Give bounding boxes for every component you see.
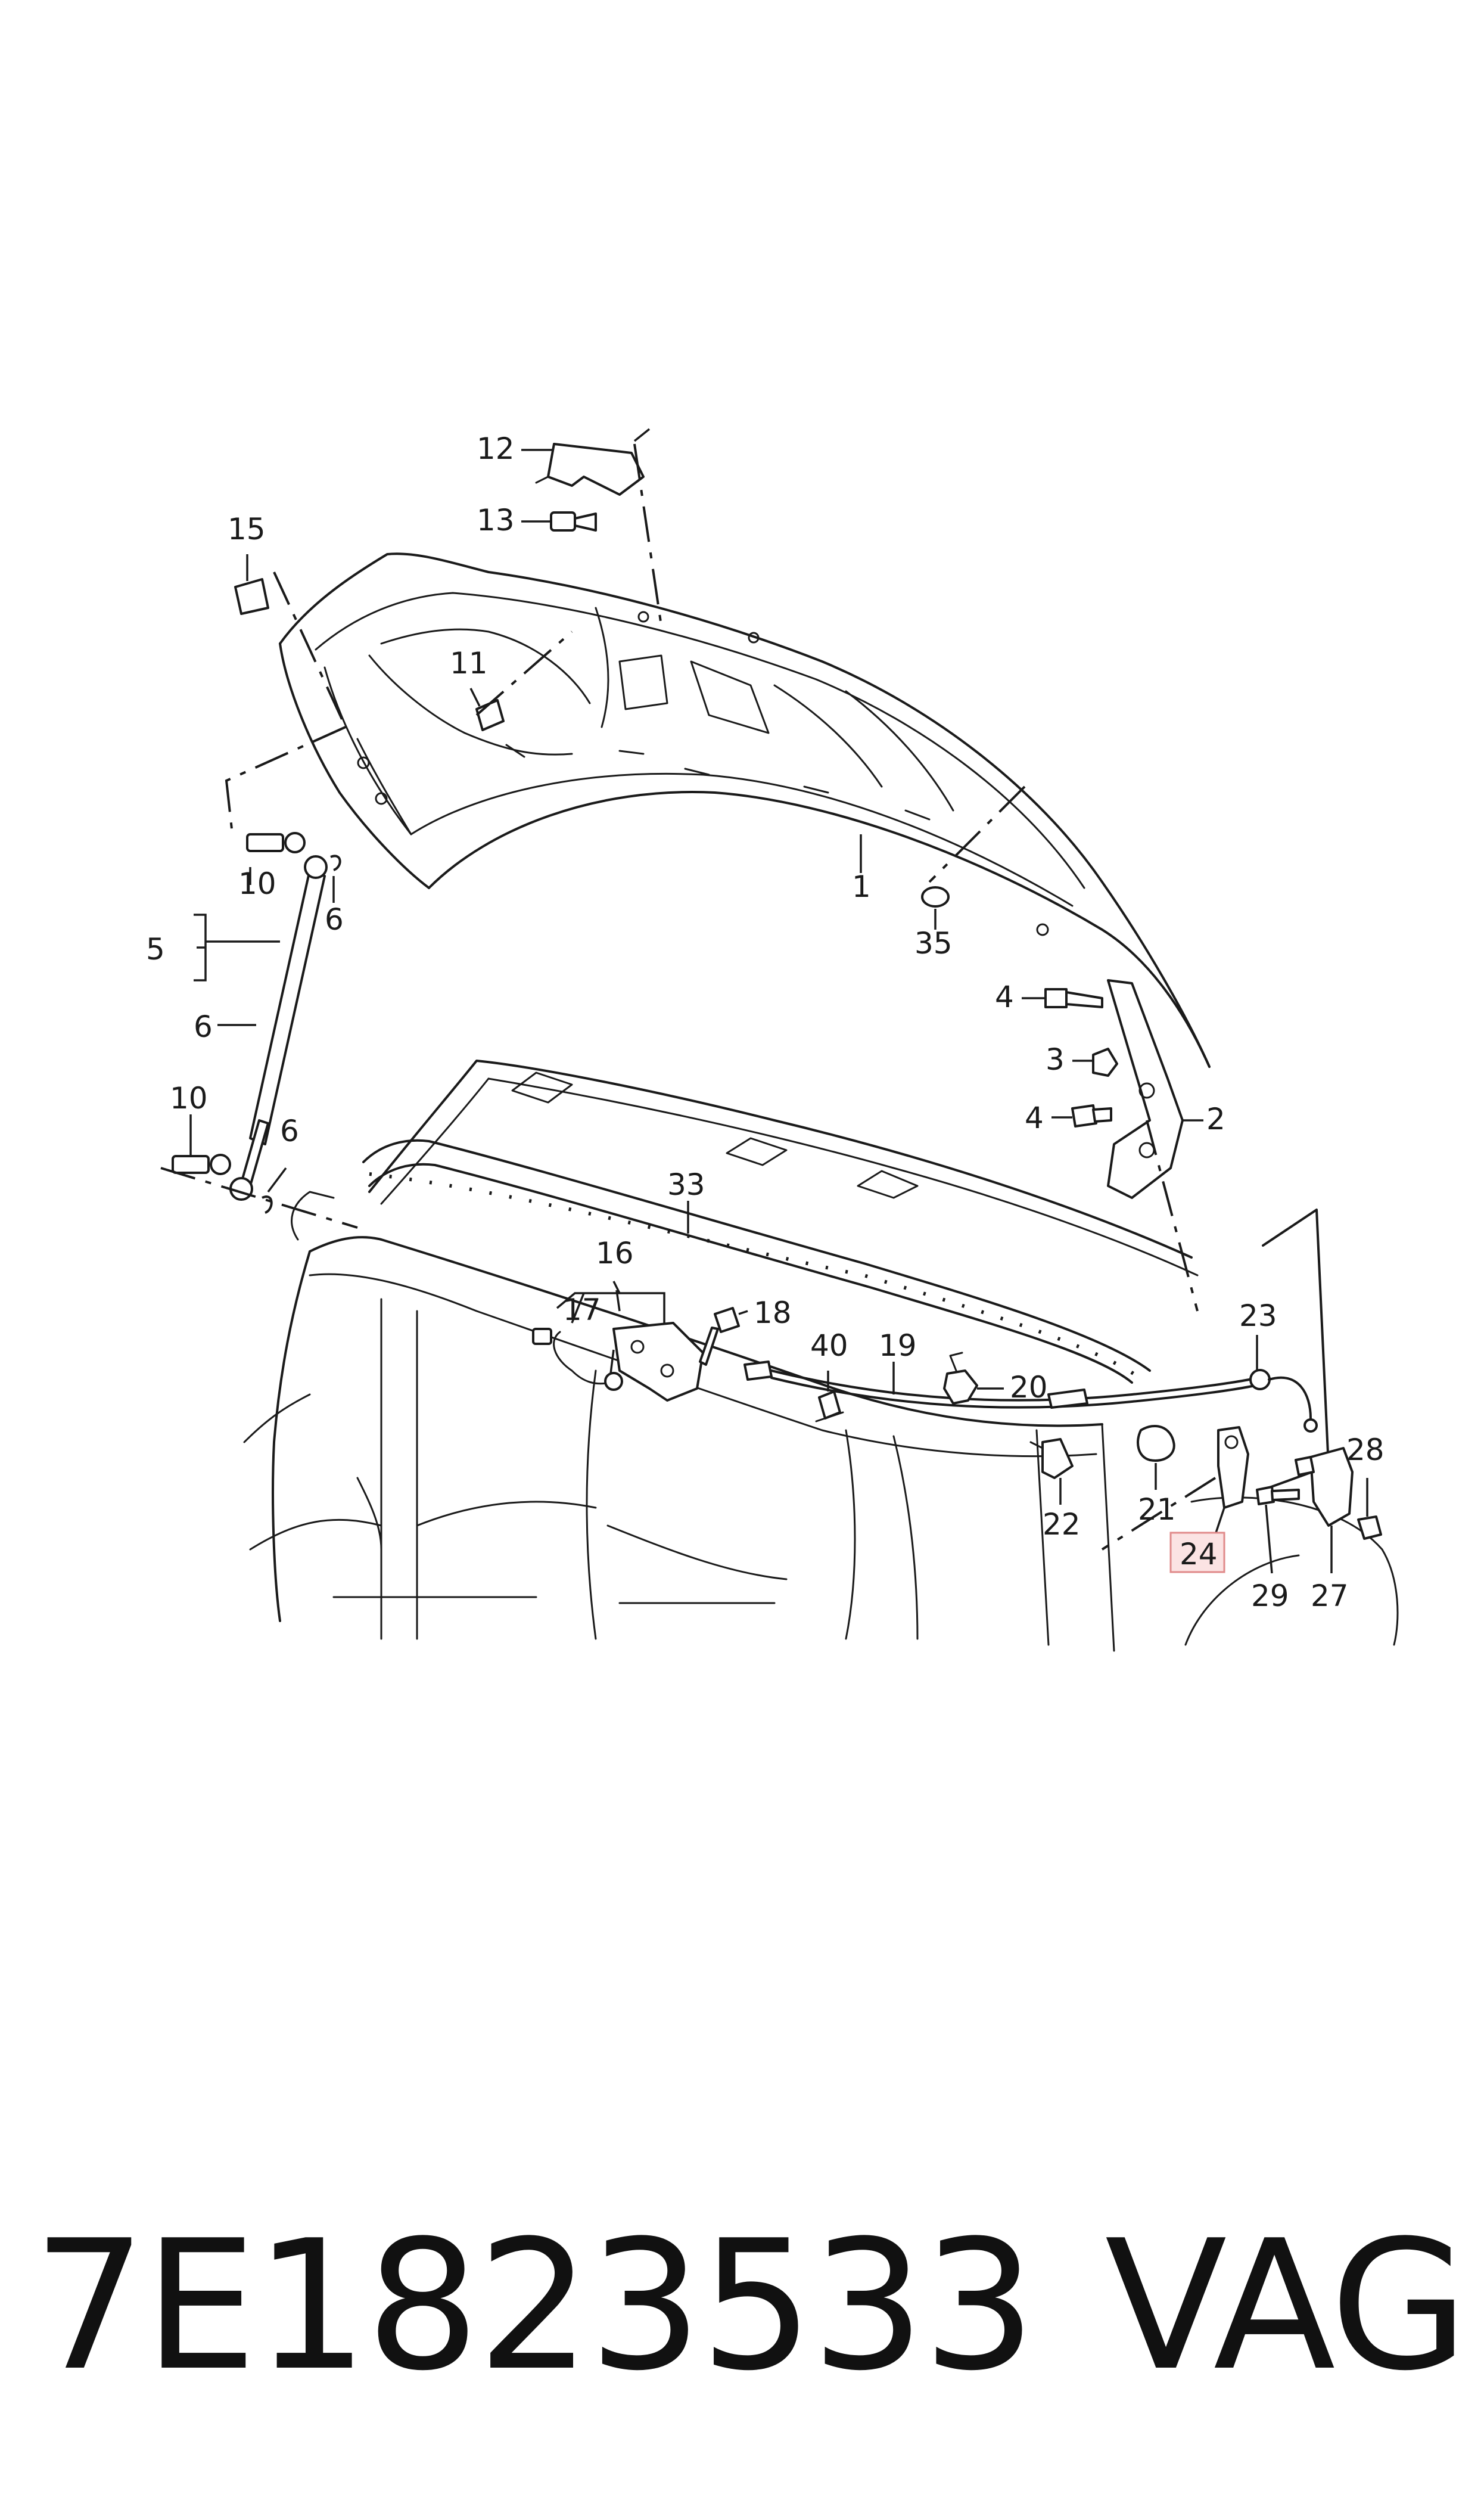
callout-4-lower: 4 [1025,1101,1044,1135]
callout-13: 13 [477,503,515,538]
callout-40: 40 [810,1328,848,1363]
part-33-seal [362,1139,1151,1384]
callout-1: 1 [852,869,871,904]
callout-4-upper: 4 [995,980,1014,1014]
part-29-screw [1256,1486,1300,1505]
callout-24-highlight [1169,1532,1225,1573]
part-28-clip [1357,1515,1382,1540]
callout-15: 15 [228,512,266,546]
callout-35: 35 [914,926,953,961]
callout-6-lower: 6 [280,1114,299,1148]
part-23-cable-end [1249,1369,1318,1433]
callout-20: 20 [1010,1370,1048,1405]
callout-11: 11 [450,646,488,681]
part-10-ball-stud-lower [172,1154,231,1175]
part-35-plug [921,886,950,908]
part-17-lock [532,1322,704,1402]
part-10-ball-stud-upper [246,832,306,853]
hood-panel [279,552,1211,1068]
callout-6-upper: 6 [325,902,344,937]
body-front-structure [243,1060,1399,1652]
leader-lines [189,428,1368,1574]
assembly-lines [160,443,1217,1551]
callout-16: 16 [596,1236,634,1271]
part-4-bolt-upper [1044,988,1103,1008]
part-40-clip [815,1390,844,1422]
callout-18: 18 [754,1296,792,1330]
callout-10-lower: 10 [170,1081,208,1116]
callout-28: 28 [1346,1433,1385,1467]
part-5-gas-strut [229,855,328,1201]
part-number-label: 7E1823533 [33,2202,1037,2410]
part-21-holder [1137,1424,1175,1462]
part-24-release-lever [1217,1426,1249,1509]
callout-5: 5 [146,932,165,967]
part-19-release-cable [743,1361,1264,1409]
part-6-clip-upper [330,855,341,871]
callout-17: 17 [563,1293,601,1327]
part-2-hinge [1107,979,1184,1199]
part-20-clip [943,1352,978,1405]
brand-label: VAG [1105,2202,1469,2410]
callout-24: 24 [1180,1537,1218,1571]
callout-12: 12 [477,431,515,466]
callout-19: 19 [879,1328,917,1363]
callout-29: 29 [1251,1579,1289,1613]
callout-27: 27 [1311,1579,1349,1613]
part-18-bolt [699,1307,740,1366]
callout-22: 22 [1043,1507,1081,1542]
callout-10-upper: 10 [238,866,276,901]
part-27-bracket [1295,1447,1354,1527]
part-13-bolt [550,511,597,532]
part-15-buffer [234,578,269,615]
callout-3: 3 [1046,1042,1065,1077]
parts-diagram: 12 13 15 11 1 35 10 6 5 6 4 3 4 2 10 6 3… [146,428,1399,1652]
callout-23: 23 [1239,1299,1277,1333]
callout-labels: 12 13 15 11 1 35 10 6 5 6 4 3 4 2 10 6 3… [146,431,1385,1613]
callout-6-strut: 6 [194,1010,213,1044]
callout-33: 33 [667,1167,705,1202]
part-4-bolt-lower [1071,1104,1112,1128]
part-12-bracket [535,443,645,496]
callout-2: 2 [1206,1102,1225,1136]
callout-21: 21 [1138,1492,1176,1527]
part-3-nut [1092,1048,1118,1077]
part-22-holder [1029,1438,1074,1479]
